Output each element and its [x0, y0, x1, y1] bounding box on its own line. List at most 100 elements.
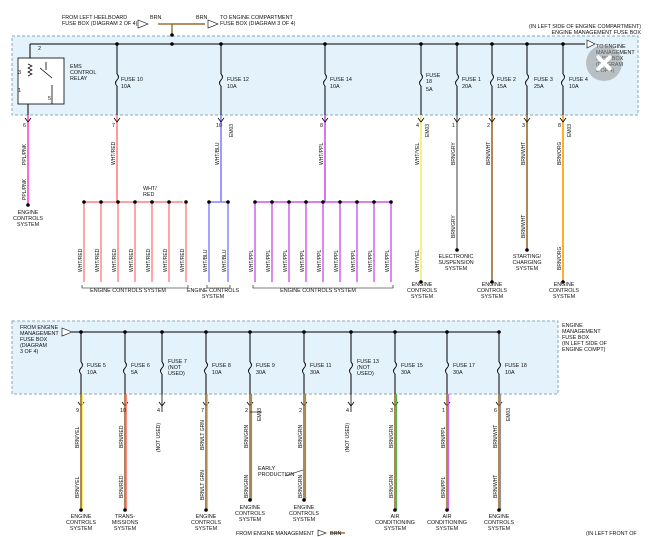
wire-end: [525, 248, 529, 252]
connector-pin: 7: [201, 408, 204, 414]
bottom-box-location-label: ENGINE MANAGEMENT FUSE BOX (IN LEFT SIDE…: [562, 323, 607, 353]
fuse-amp: 10A: [212, 370, 222, 376]
destination-label: ENGINE CONTROLS SYSTEM: [280, 288, 356, 294]
fuse-label: FUSE 17: [453, 363, 475, 369]
wire-color-label: BRN/WHT: [493, 424, 499, 448]
wire-color-label: WHT/RED: [95, 248, 101, 272]
splice-dot: [372, 200, 376, 204]
connector-pin: 6: [494, 408, 497, 414]
relay-coil: [27, 63, 33, 77]
wire-color-label: BRN/ORG: [557, 246, 563, 270]
wire-color-label: WHT/RED: [129, 248, 135, 272]
connector-pin: 6: [23, 123, 26, 129]
destination-label: ENGINE CONTROLS SYSTEM: [186, 288, 240, 300]
wire-color-label: WHT/PPL: [334, 249, 340, 272]
wire-color-label: WHT/RED: [146, 248, 152, 272]
top-right-location-label: (IN LEFT SIDE OF ENGINE COMPARTMENT) ENG…: [529, 24, 642, 36]
destination-label: ENGINE CONTROLS SYSTEM: [477, 282, 507, 300]
connector-symbol: [217, 117, 225, 123]
relay-pin: 5: [48, 96, 51, 102]
splice-dot: [270, 200, 274, 204]
group-bracket: [206, 285, 231, 289]
fuse-symbol: [490, 73, 494, 87]
wire-color-label: BRN/GRN: [298, 474, 304, 498]
wire-color-label: (NOT USED): [156, 422, 162, 452]
wire-color-label: WHT/BLU: [203, 249, 209, 273]
wire-color-label: WHT/PPL: [283, 249, 289, 272]
wire-color-label: WHT/BLU: [215, 142, 221, 166]
group-bracket: [252, 285, 394, 289]
splice-dot: [389, 200, 393, 204]
connector-pin: 10: [216, 123, 222, 129]
connector-pin: 8: [320, 123, 323, 129]
wire-color-label: WHT/PPL: [300, 249, 306, 272]
fuse-symbol: [393, 361, 397, 375]
wire-color-label: BRN/RED: [119, 425, 125, 448]
splice-dot: [207, 200, 211, 204]
fuse-symbol: [123, 361, 127, 375]
splice-dot: [184, 200, 188, 204]
connector-id: EM03: [229, 123, 235, 137]
wire-color-label: BRN/LT GRN: [200, 470, 206, 500]
wire-end: [26, 203, 30, 207]
close-icon[interactable]: [586, 45, 622, 81]
fuse-symbol: [219, 73, 223, 87]
destination-label: ENGINE CONTROLS SYSTEM: [289, 505, 319, 523]
destination-label: ENGINE CONTROLS SYSTEM: [235, 505, 265, 523]
wire-color-label: WHT/YEL: [415, 142, 421, 165]
wire-color-label: BRN/GRN: [244, 424, 250, 448]
splice-dot: [116, 200, 120, 204]
wire-color-label: WHT/RED: [112, 248, 118, 272]
wire-color-label: BRN/GRN: [244, 474, 250, 498]
splice-dot: [338, 200, 342, 204]
wire-color-label: WHT/PPL: [266, 249, 272, 272]
fuse-amp: 5A: [131, 370, 138, 376]
fuse-amp: 10A: [87, 370, 97, 376]
destination-label: ENGINE CONTROLS SYSTEM: [484, 514, 514, 532]
connector-pin: 8: [558, 123, 561, 129]
wire-color-label: WHT/PPL: [351, 249, 357, 272]
connector-symbol: [523, 117, 531, 123]
to-engine-compartment-label: TO ENGINE COMPARTMENT FUSE BOX (DIAGRAM …: [220, 15, 296, 27]
fuse-amp: 10A: [330, 84, 340, 90]
wire-color-label: WHT/PPL: [368, 249, 374, 272]
destination-label: ELECTRONIC SUSPENSION SYSTEM: [438, 254, 474, 272]
connector-pin: 2: [245, 408, 248, 414]
splice-dot: [321, 200, 325, 204]
wire-end: [79, 508, 83, 512]
wire-end: [123, 508, 127, 512]
relay-pin: 3: [18, 70, 21, 76]
connector-pin: 2: [487, 123, 490, 129]
destination-label: AIR CONDITIONING SYSTEM: [375, 514, 415, 532]
wire-color-label: BRN/GRY: [451, 142, 457, 165]
fuse-amp: 30A: [453, 370, 463, 376]
wire-end: [497, 508, 501, 512]
fuse-amp: 10A: [121, 84, 131, 90]
wire-end: [393, 508, 397, 512]
connector-symbol: [317, 529, 327, 537]
ems-control-relay: [17, 57, 65, 105]
destination-label: ENGINE CONTROLS SYSTEM: [191, 514, 221, 532]
fuse-symbol: [204, 361, 208, 375]
connector-symbol: [453, 117, 461, 123]
fuse-label: FUSE 3: [534, 77, 553, 83]
fuse-symbol: [349, 361, 353, 375]
wire-segment: [284, 469, 304, 477]
fuse-amp: 30A: [401, 370, 411, 376]
destination-label: STARTING/ CHARGING SYSTEM: [512, 254, 542, 272]
fuse-label: FUSE 15: [401, 363, 423, 369]
destination-label: ENGINE CONTROLS SYSTEM: [13, 210, 43, 228]
fuse-label: FUSE 11: [310, 363, 332, 369]
wire-end: [561, 280, 565, 284]
splice-dot: [355, 200, 359, 204]
destination-label: ENGINE CONTROLS SYSTEM: [66, 514, 96, 532]
connector-pin: 4: [346, 408, 349, 414]
fuse-label: FUSE 8: [212, 363, 231, 369]
wire-color-label: BRN/GRN: [298, 424, 304, 448]
destination-label: TRANS- MISSIONS SYSTEM: [111, 514, 139, 532]
splice-dot: [304, 200, 308, 204]
connector-pin: 3: [522, 123, 525, 129]
wire-color-label: WHT/PPL: [249, 249, 255, 272]
fuse-amp: 25A: [534, 84, 544, 90]
connector-id: EM03: [425, 123, 431, 137]
